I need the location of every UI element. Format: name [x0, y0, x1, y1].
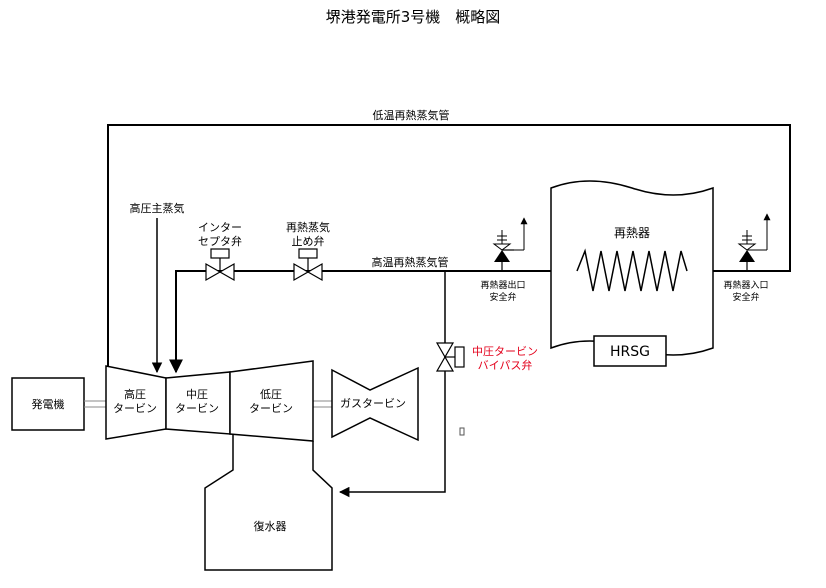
shaft-lp-gt	[313, 400, 332, 408]
intercept-valve	[205, 248, 235, 282]
gas-turbine	[331, 366, 419, 442]
reheater-outlet-valve-label-1: 再熱器出口	[480, 279, 525, 291]
hp-turbine-label-1: 高圧	[124, 387, 146, 401]
small-marker	[459, 427, 465, 436]
hrsg-box	[593, 335, 667, 367]
reheater-inlet-safety-valve	[737, 213, 771, 271]
reheater-outlet-safety-valve	[492, 217, 528, 271]
gas-turbine-label: ガスタービン	[340, 397, 406, 410]
reheater-inlet-valve-label-2: 安全弁	[732, 291, 759, 303]
reheat-stop-valve-label-1: 再熱蒸気	[286, 220, 330, 234]
condenser	[204, 434, 333, 571]
hrsg-label: HRSG	[610, 344, 650, 360]
ip-bypass-valve-label-1: 中圧タービン	[472, 345, 538, 358]
generator-box	[11, 377, 85, 431]
ip-bypass-valve-label-2: バイパス弁	[478, 358, 533, 372]
ip-turbine-label-2: タービン	[175, 402, 219, 415]
lp-turbine-label-2: タービン	[249, 402, 293, 415]
reheater-coil	[576, 248, 688, 292]
low-temp-reheat-label: 低温再熱蒸気管	[373, 108, 450, 122]
hp-main-steam-label: 高圧主蒸気	[130, 201, 185, 215]
hrsg-casing	[550, 180, 714, 356]
reheater-inlet-valve-label-1: 再熱器入口	[723, 279, 768, 291]
diagram-title: 堺港発電所3号機 概略図	[326, 8, 501, 26]
condenser-label: 復水器	[254, 520, 287, 533]
high-temp-reheat-label: 高温再熱蒸気管	[372, 255, 449, 269]
hp-turbine-label-2: タービン	[113, 402, 157, 415]
reheat-stop-valve	[293, 248, 323, 282]
reheater-outlet-valve-label-2: 安全弁	[489, 291, 516, 303]
intercept-valve-label-2: セプタ弁	[198, 234, 242, 248]
ip-turbine-label-1: 中圧	[186, 388, 208, 401]
generator-label: 発電機	[32, 397, 65, 411]
low-temp-reheat-pipe	[107, 124, 791, 368]
lp-turbine-label-1: 低圧	[260, 388, 282, 401]
ip-bypass-valve	[435, 342, 465, 372]
shaft-generator-hp	[84, 400, 106, 408]
lp-turbine	[229, 360, 314, 442]
reheater-label: 再熱器	[614, 226, 650, 240]
intercept-valve-label-1: インター	[198, 221, 242, 234]
high-temp-reheat-pipe	[169, 270, 577, 374]
reheat-stop-valve-label-2: 止め弁	[292, 234, 325, 248]
